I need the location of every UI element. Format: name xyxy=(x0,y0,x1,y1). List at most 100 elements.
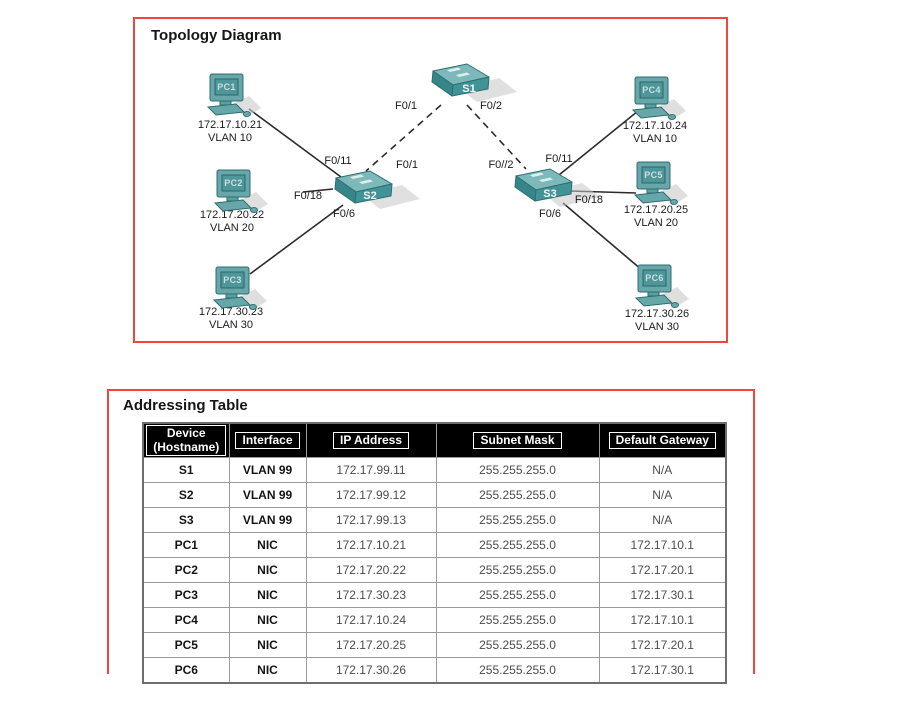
table-cell: 172.17.20.25 xyxy=(305,632,437,658)
pc4-screen-label: PC4 xyxy=(642,85,660,95)
table-cell: N/A xyxy=(598,482,727,508)
col-header-gateway-label: Default Gateway xyxy=(608,431,716,450)
port-label-s2-f06: F0/6 xyxy=(333,208,355,220)
pc1-ip-label: 172.17.10.21 xyxy=(198,119,262,131)
pc4-vlan-label: VLAN 10 xyxy=(633,133,677,145)
pc2-icon: PC2 xyxy=(214,169,269,215)
pc6-icon: PC6 xyxy=(635,264,690,310)
addressing-table-panel: Addressing Table Device (Hostname) Inter… xyxy=(107,389,755,684)
table-cell: 255.255.255.0 xyxy=(435,507,600,533)
table-cell: N/A xyxy=(598,507,727,533)
pc5-icon: PC5 xyxy=(634,161,689,207)
table-cell: N/A xyxy=(598,457,727,483)
pc1-icon: PC1 xyxy=(207,73,262,119)
table-cell: 172.17.10.1 xyxy=(598,532,727,558)
pc-captions: 172.17.10.21 VLAN 10 172.17.20.22 VLAN 2… xyxy=(198,119,689,333)
pc6-vlan-label: VLAN 30 xyxy=(635,321,679,333)
switch-s3-label: S3 xyxy=(543,188,556,200)
port-label-s3-f018: F0/18 xyxy=(575,194,603,206)
switch-s2-label: S2 xyxy=(363,190,376,202)
table-header-row: Device (Hostname) Interface IP Address S… xyxy=(142,422,727,458)
link-pc6-s3 xyxy=(562,202,643,271)
pc6-ip-label: 172.17.30.26 xyxy=(625,308,689,320)
table-cell: NIC xyxy=(228,607,307,633)
pc4-icon: PC4 xyxy=(632,76,687,122)
switch-s1-icon: S1 xyxy=(431,63,518,103)
table-cell: 255.255.255.0 xyxy=(435,482,600,508)
table-cell: VLAN 99 xyxy=(228,482,307,508)
table-cell: PC6 xyxy=(142,657,230,684)
col-header-interface-label: Interface xyxy=(235,431,300,450)
table-cell: PC3 xyxy=(142,582,230,608)
col-header-subnet: Subnet Mask xyxy=(435,422,600,458)
table-cell: 255.255.255.0 xyxy=(435,632,600,658)
table-cell: NIC xyxy=(228,582,307,608)
pc5-ip-label: 172.17.20.25 xyxy=(624,204,688,216)
link-pc2-s2 xyxy=(302,188,334,193)
link-s1-s2-trunk xyxy=(365,104,442,172)
pc3-icon: PC3 xyxy=(213,266,268,312)
port-label-s2-f01: F0/1 xyxy=(396,159,418,171)
link-pc4-s3 xyxy=(558,110,639,176)
table-cell: 255.255.255.0 xyxy=(435,582,600,608)
table-cell: PC1 xyxy=(142,532,230,558)
table-cell: S3 xyxy=(142,507,230,533)
table-cell: 172.17.20.22 xyxy=(305,557,437,583)
table-cell: 172.17.30.1 xyxy=(598,657,727,684)
addressing-table: Device (Hostname) Interface IP Address S… xyxy=(142,422,727,684)
pc2-ip-label: 172.17.20.22 xyxy=(200,209,264,221)
port-label-s1-f01: F0/1 xyxy=(395,100,417,112)
pc3-ip-label: 172.17.30.23 xyxy=(199,306,263,318)
link-pc3-s2 xyxy=(249,204,344,275)
table-cell: 172.17.20.1 xyxy=(598,557,727,583)
topology-canvas: 172.17.10.21 VLAN 10 172.17.20.22 VLAN 2… xyxy=(198,63,690,333)
table-cell: 172.17.99.12 xyxy=(305,482,437,508)
pc6-screen-label: PC6 xyxy=(645,273,663,283)
table-cell: 255.255.255.0 xyxy=(435,557,600,583)
port-label-s3-f06: F0/6 xyxy=(539,208,561,220)
table-cell: 255.255.255.0 xyxy=(435,607,600,633)
port-label-s3-f02: F0//2 xyxy=(488,159,513,171)
switch-s1-label: S1 xyxy=(462,83,475,95)
col-header-interface: Interface xyxy=(228,422,307,458)
col-header-device-label: Device (Hostname) xyxy=(146,424,227,457)
table-cell: VLAN 99 xyxy=(228,507,307,533)
link-pc1-s2 xyxy=(248,108,342,178)
table-cell: S2 xyxy=(142,482,230,508)
table-cell: NIC xyxy=(228,557,307,583)
port-label-s2-f018: F0/18 xyxy=(294,190,322,202)
col-header-ip: IP Address xyxy=(305,422,437,458)
table-cell: PC5 xyxy=(142,632,230,658)
switch-s3-icon: S3 xyxy=(514,168,601,208)
col-header-device: Device (Hostname) xyxy=(142,422,230,458)
pc2-screen-label: PC2 xyxy=(224,178,242,188)
table-cell: 172.17.30.23 xyxy=(305,582,437,608)
port-label-s3-f011: F0/11 xyxy=(545,153,572,165)
table-cell: 172.17.30.26 xyxy=(305,657,437,684)
table-cell: 172.17.10.1 xyxy=(598,607,727,633)
table-cell: PC4 xyxy=(142,607,230,633)
port-labels: F0/1 F0/2 F0/1 F0//2 F0/11 F0/18 F0/6 F0… xyxy=(294,100,603,220)
table-cell: 172.17.30.1 xyxy=(598,582,727,608)
table-cell: VLAN 99 xyxy=(228,457,307,483)
col-header-ip-label: IP Address xyxy=(332,431,410,450)
table-cell: 172.17.99.13 xyxy=(305,507,437,533)
col-header-gateway: Default Gateway xyxy=(598,422,727,458)
addressing-title: Addressing Table xyxy=(123,397,248,414)
pc3-vlan-label: VLAN 30 xyxy=(209,319,253,331)
pc5-screen-label: PC5 xyxy=(644,170,662,180)
pc2-vlan-label: VLAN 20 xyxy=(210,222,254,234)
table-cell: 255.255.255.0 xyxy=(435,532,600,558)
topology-diagram-panel: Topology Diagram xyxy=(133,17,728,343)
pc1-screen-label: PC1 xyxy=(217,82,235,92)
pc3-screen-label: PC3 xyxy=(223,275,241,285)
topology-title: Topology Diagram xyxy=(151,27,282,44)
